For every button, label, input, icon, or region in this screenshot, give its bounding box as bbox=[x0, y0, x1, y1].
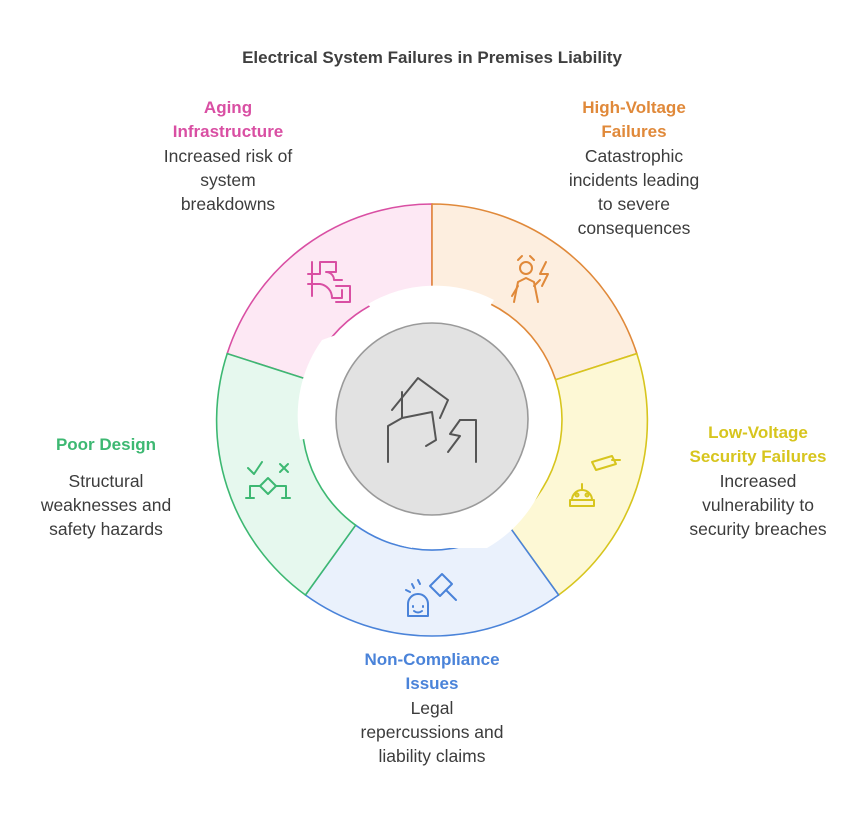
aging-heading-line-2: Infrastructure bbox=[172, 122, 284, 141]
poor-design-desc-line-1: Structural bbox=[68, 471, 144, 491]
flow-decision-icon bbox=[245, 461, 291, 499]
high-voltage-desc-line-2: incidents leading bbox=[568, 170, 700, 190]
aging-desc-line-2: system bbox=[200, 170, 256, 190]
cycle-arrows bbox=[297, 285, 561, 548]
aging-heading: Aging Infrastructure bbox=[130, 96, 326, 144]
high-voltage-desc-line-1: Catastrophic bbox=[584, 146, 684, 166]
high-voltage-desc-line-3: to severe bbox=[598, 194, 670, 214]
label-high-voltage: High-Voltage Failures Catastrophic incid… bbox=[536, 96, 732, 240]
high-voltage-heading-line-1: High-Voltage bbox=[582, 98, 686, 117]
high-voltage-description: Catastrophic incidents leading to severe… bbox=[536, 144, 732, 240]
non-compliance-desc-line-2: repercussions and bbox=[360, 722, 504, 742]
label-poor-design: Poor Design Structural weaknesses and sa… bbox=[8, 433, 204, 541]
non-compliance-heading-line-2: Issues bbox=[405, 674, 459, 693]
poor-design-heading-line-1: Poor Design bbox=[55, 435, 157, 454]
pipe-icon bbox=[307, 261, 351, 303]
low-voltage-desc-line-2: vulnerability to bbox=[702, 495, 814, 515]
aging-description: Increased risk of system breakdowns bbox=[130, 144, 326, 216]
low-voltage-desc-line-1: Increased bbox=[719, 471, 797, 491]
non-compliance-heading-line-1: Non-Compliance bbox=[364, 650, 500, 669]
high-voltage-heading-line-2: Failures bbox=[601, 122, 667, 141]
segment-poor-design bbox=[215, 352, 357, 597]
diagram-title: Electrical System Failures in Premises L… bbox=[242, 48, 622, 67]
low-voltage-heading: Low-Voltage Security Failures bbox=[660, 421, 856, 469]
low-voltage-heading-line-2: Security Failures bbox=[689, 447, 827, 466]
non-compliance-desc-line-1: Legal bbox=[410, 698, 454, 718]
aging-desc-line-3: breakdowns bbox=[180, 194, 276, 214]
low-voltage-desc-line-3: security breaches bbox=[689, 519, 827, 539]
broken-house-lightning-icon bbox=[387, 377, 477, 463]
poor-design-description: Structural weaknesses and safety hazards bbox=[8, 469, 204, 541]
high-voltage-desc-line-4: consequences bbox=[577, 218, 691, 238]
poor-design-desc-line-2: weaknesses and bbox=[40, 495, 172, 515]
gavel-tombstone-icon bbox=[405, 573, 457, 617]
low-voltage-description: Increased vulnerability to security brea… bbox=[660, 469, 856, 541]
non-compliance-desc-line-3: liability claims bbox=[378, 746, 486, 766]
non-compliance-heading: Non-Compliance Issues bbox=[330, 648, 534, 696]
low-voltage-heading-line-1: Low-Voltage bbox=[708, 423, 808, 442]
label-non-compliance: Non-Compliance Issues Legal repercussion… bbox=[330, 648, 534, 768]
electrocuted-person-icon bbox=[511, 255, 549, 303]
non-compliance-description: Legal repercussions and liability claims bbox=[330, 696, 534, 768]
high-voltage-heading: High-Voltage Failures bbox=[536, 96, 732, 144]
poor-design-desc-line-3: safety hazards bbox=[49, 519, 163, 539]
label-low-voltage: Low-Voltage Security Failures Increased … bbox=[660, 421, 856, 541]
poor-design-heading: Poor Design bbox=[8, 433, 204, 457]
aging-desc-line-1: Increased risk of bbox=[163, 146, 293, 166]
security-camera-robot-icon bbox=[569, 455, 621, 507]
segment-low-voltage bbox=[507, 352, 649, 597]
label-aging: Aging Infrastructure Increased risk of s… bbox=[130, 96, 326, 216]
aging-heading-line-1: Aging bbox=[203, 98, 253, 117]
